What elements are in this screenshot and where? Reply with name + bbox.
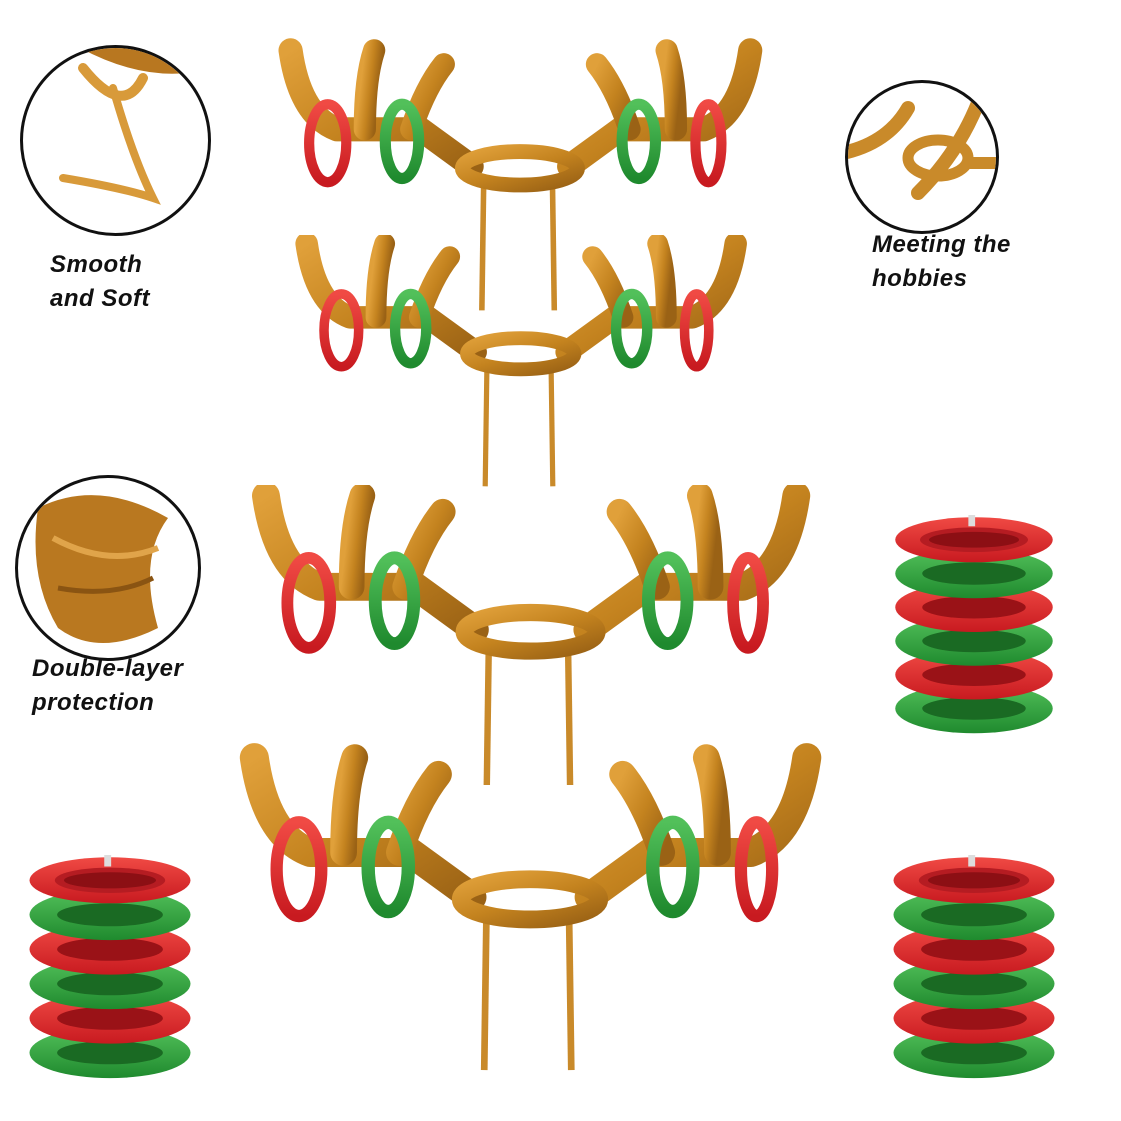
antler-headband-4 <box>232 730 857 1120</box>
strap-closeup-icon <box>20 45 211 236</box>
caption-line: protection <box>32 689 155 716</box>
antler-joint-closeup-icon <box>845 80 999 234</box>
ring-stack-right-top <box>895 515 1053 734</box>
caption-hobbies: Meeting the hobbies <box>872 228 1011 296</box>
caption-line: Double-layer <box>32 655 184 682</box>
seam-closeup-icon <box>15 475 201 661</box>
ring-stack-left-bottom <box>29 855 191 1079</box>
caption-smooth-soft: Smooth and Soft <box>50 248 150 316</box>
caption-line: and Soft <box>50 285 150 312</box>
caption-double-layer: Double-layer protection <box>32 652 183 720</box>
caption-line: hobbies <box>872 265 968 292</box>
caption-line: Smooth <box>50 251 143 278</box>
caption-line: Meeting the <box>872 231 1011 258</box>
antler-headband-2 <box>272 235 792 495</box>
ring-stack-right-bottom <box>893 855 1055 1079</box>
